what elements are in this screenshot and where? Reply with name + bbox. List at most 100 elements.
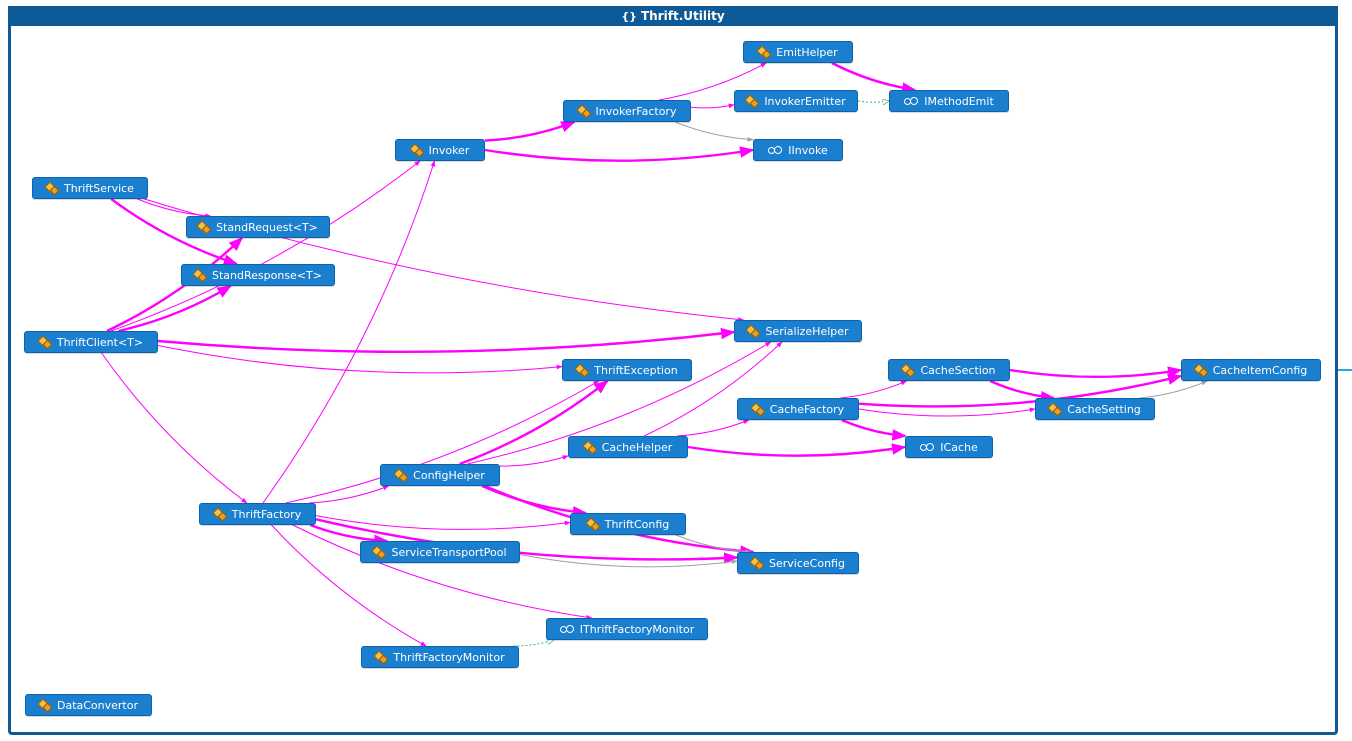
- edge-thrift-factory-to-invoker[interactable]: [262, 160, 436, 504]
- node-label: InvokerFactory: [595, 104, 677, 118]
- edge-cache-helper-to-icache[interactable]: [687, 443, 907, 457]
- node-emit-helper[interactable]: EmitHelper: [743, 41, 853, 63]
- node-stand-request[interactable]: StandRequest<T>: [186, 216, 330, 238]
- class-icon: [411, 144, 423, 156]
- edge-cache-setting-to-cache-item-config[interactable]: [1138, 380, 1208, 399]
- edge-config-helper-to-thrift-config[interactable]: [481, 484, 588, 518]
- edge-thrift-client-to-stand-response[interactable]: [118, 284, 232, 333]
- node-label: ThriftService: [64, 181, 134, 195]
- node-invoker-factory[interactable]: InvokerFactory: [563, 100, 691, 122]
- namespace-title-bar[interactable]: {} Thrift.Utility: [8, 6, 1338, 26]
- edge-emit-helper-to-imethod-emit[interactable]: [831, 61, 917, 94]
- node-cache-setting[interactable]: CacheSetting: [1035, 398, 1155, 420]
- class-icon: [46, 182, 58, 194]
- class-icon: [584, 441, 596, 453]
- node-thrift-exception[interactable]: ThriftException: [562, 359, 692, 381]
- class-icon: [576, 364, 588, 376]
- node-label: StandResponse<T>: [212, 268, 322, 282]
- edge-cache-factory-to-cache-section[interactable]: [840, 380, 907, 399]
- edge-cache-helper-to-cache-factory[interactable]: [677, 419, 750, 437]
- node-label: ThriftClient<T>: [56, 335, 144, 349]
- node-label: InvokerEmitter: [764, 94, 846, 108]
- edge-thrift-factory-monitor-to-ithrift-factory-monitor[interactable]: [513, 640, 554, 647]
- edge-thrift-factory-to-config-helper[interactable]: [308, 485, 390, 504]
- edge-service-transport-pool-to-service-config[interactable]: [519, 554, 738, 568]
- node-invoker-emitter[interactable]: InvokerEmitter: [734, 90, 858, 112]
- node-cache-section[interactable]: CacheSection: [888, 359, 1010, 381]
- class-icon: [902, 364, 914, 376]
- node-cache-factory[interactable]: CacheFactory: [737, 398, 859, 420]
- node-data-convertor[interactable]: DataConvertor: [25, 694, 152, 716]
- node-cache-helper[interactable]: CacheHelper: [568, 436, 688, 458]
- interface-icon: [559, 623, 574, 635]
- node-label: CacheFactory: [769, 402, 845, 416]
- edge-thrift-client-to-stand-request[interactable]: [106, 237, 244, 333]
- node-thrift-client[interactable]: ThriftClient<T>: [24, 331, 158, 353]
- edge-config-helper-to-thrift-exception[interactable]: [459, 380, 609, 466]
- class-icon: [39, 336, 51, 348]
- edge-cache-factory-to-icache[interactable]: [841, 418, 907, 441]
- edge-invoker-emitter-to-imethod-emit[interactable]: [857, 101, 889, 102]
- node-serialize-helper[interactable]: SerializeHelper: [734, 320, 862, 342]
- edge-cache-factory-to-cache-item-config[interactable]: [858, 373, 1183, 408]
- edge-thrift-service-to-stand-response[interactable]: [110, 198, 239, 266]
- edge-thrift-client-to-thrift-exception[interactable]: [157, 345, 563, 374]
- edge-invoker-to-iinvoke[interactable]: [484, 146, 755, 162]
- edge-invoker-factory-to-iinvoke[interactable]: [675, 121, 754, 142]
- node-cache-item-config[interactable]: CacheItemConfig: [1181, 359, 1321, 381]
- edge-config-helper-to-serialize-helper[interactable]: [467, 341, 772, 465]
- node-label: ThriftFactoryMonitor: [393, 650, 505, 664]
- node-service-transport-pool[interactable]: ServiceTransportPool: [360, 541, 520, 563]
- node-imethod-emit[interactable]: IMethodEmit: [889, 90, 1009, 112]
- node-thrift-factory-monitor[interactable]: ThriftFactoryMonitor: [361, 646, 519, 668]
- class-icon: [752, 403, 764, 415]
- edge-config-helper-to-cache-helper[interactable]: [499, 455, 569, 467]
- node-ithrift-factory-monitor[interactable]: IThriftFactoryMonitor: [546, 618, 708, 640]
- class-icon: [375, 651, 387, 663]
- node-thrift-factory[interactable]: ThriftFactory: [199, 503, 316, 525]
- interface-icon: [768, 144, 783, 156]
- edge-cache-section-to-cache-setting[interactable]: [989, 379, 1056, 403]
- edge-thrift-client-to-thrift-factory[interactable]: [101, 352, 248, 504]
- edge-thrift-factory-to-thrift-factory-monitor[interactable]: [271, 524, 427, 647]
- node-label: CacheHelper: [601, 440, 673, 454]
- namespace-title: Thrift.Utility: [641, 9, 725, 23]
- node-thrift-service[interactable]: ThriftService: [32, 177, 148, 199]
- edge-cache-factory-to-cache-setting[interactable]: [858, 407, 1036, 417]
- node-service-config[interactable]: ServiceConfig: [737, 552, 859, 574]
- edge-thrift-client-to-serialize-helper[interactable]: [157, 327, 736, 354]
- edge-invoker-factory-to-emit-helper[interactable]: [658, 62, 767, 101]
- edge-thrift-factory-to-ithrift-factory-monitor[interactable]: [292, 524, 593, 620]
- edge-thrift-client-to-invoker[interactable]: [110, 160, 421, 332]
- node-icache[interactable]: ICache: [905, 436, 993, 458]
- node-stand-response[interactable]: StandResponse<T>: [181, 264, 335, 286]
- node-iinvoke[interactable]: IInvoke: [753, 139, 843, 161]
- node-label: ServiceTransportPool: [391, 545, 507, 559]
- node-label: SerializeHelper: [765, 324, 849, 338]
- node-label: ServiceConfig: [769, 556, 845, 570]
- edge-invoker-to-invoker-factory[interactable]: [484, 120, 576, 142]
- class-icon: [194, 269, 206, 281]
- node-label: ThriftException: [594, 363, 678, 377]
- edge-thrift-factory-to-thrift-config[interactable]: [315, 515, 571, 530]
- edge-cache-helper-to-serialize-helper[interactable]: [643, 341, 783, 437]
- node-config-helper[interactable]: ConfigHelper: [380, 464, 500, 486]
- class-icon: [1049, 403, 1061, 415]
- node-invoker[interactable]: Invoker: [395, 139, 485, 161]
- class-icon: [587, 518, 599, 530]
- edge-invoker-factory-to-invoker-emitter[interactable]: [690, 103, 735, 109]
- edge-thrift-service-to-stand-request[interactable]: [137, 198, 212, 219]
- edge-thrift-factory-to-service-transport-pool[interactable]: [309, 523, 389, 547]
- edge-thrift-config-to-service-config[interactable]: [675, 534, 751, 555]
- namespace-braces-icon: {}: [621, 9, 637, 23]
- class-icon: [751, 557, 763, 569]
- edge-thrift-factory-to-thrift-exception[interactable]: [285, 380, 600, 504]
- external-edge-stub: [1338, 369, 1352, 371]
- node-thrift-config[interactable]: ThriftConfig: [570, 513, 686, 535]
- node-label: CacheItemConfig: [1212, 363, 1308, 377]
- edge-thrift-factory-to-service-config[interactable]: [315, 518, 739, 564]
- edge-cache-section-to-cache-item-config[interactable]: [1009, 366, 1183, 379]
- node-label: IInvoke: [788, 143, 828, 157]
- class-icon: [39, 699, 51, 711]
- interface-icon: [904, 95, 919, 107]
